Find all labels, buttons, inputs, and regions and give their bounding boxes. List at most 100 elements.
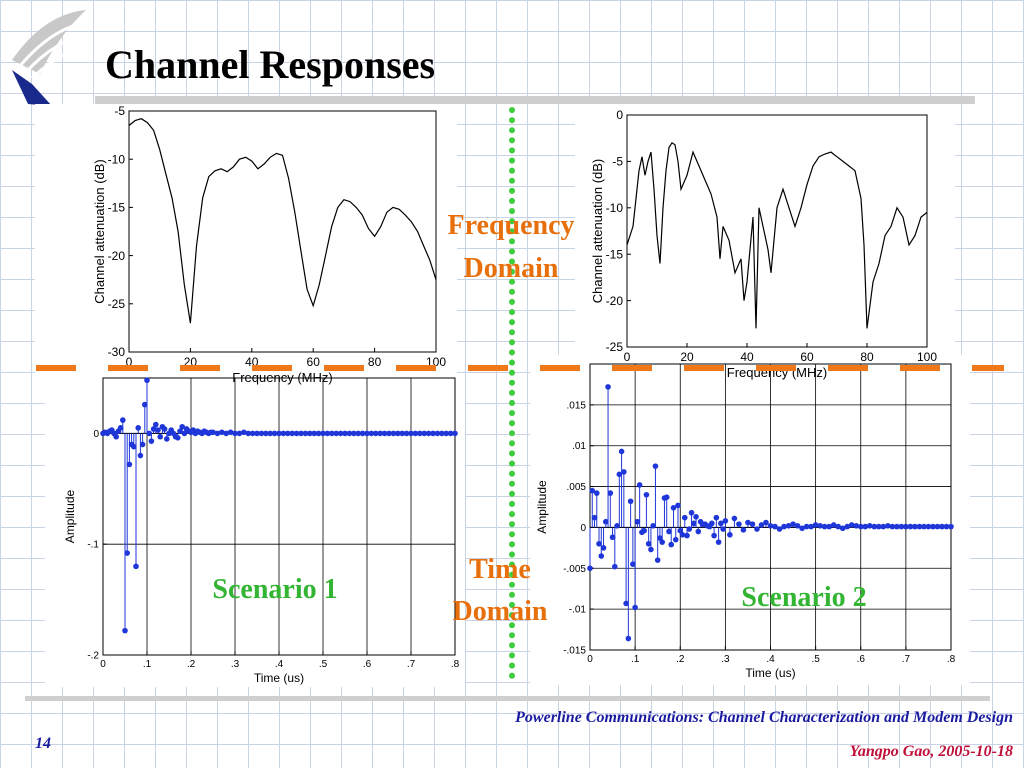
stem-marker xyxy=(720,526,726,532)
stem-marker xyxy=(772,523,778,530)
frequency-label-line1: Frequency xyxy=(447,210,574,241)
stem-marker xyxy=(417,430,423,437)
stem-marker xyxy=(223,430,229,437)
time-label-line2: Domain xyxy=(453,596,548,627)
logo-mark-icon xyxy=(12,70,52,106)
stem-marker xyxy=(113,433,119,440)
x-tick-label: 0 xyxy=(126,355,133,369)
stem-marker xyxy=(447,430,454,437)
stem-marker xyxy=(120,417,126,423)
stem-marker xyxy=(131,443,137,450)
stem-marker xyxy=(377,430,384,437)
stem-marker xyxy=(144,377,150,384)
stem-marker xyxy=(758,522,765,528)
y-tick-label: -15 xyxy=(108,201,126,215)
y-tick-label: -5 xyxy=(612,155,623,169)
series-line xyxy=(626,141,928,329)
stem-marker xyxy=(634,518,641,525)
stem-marker xyxy=(254,430,260,437)
stem-marker xyxy=(412,430,419,437)
stem-marker xyxy=(320,430,326,437)
stem-marker xyxy=(718,520,724,527)
y-tick-label: -25 xyxy=(108,297,126,311)
stem-marker xyxy=(430,430,436,437)
x-tick-label: 0 xyxy=(100,659,106,670)
plot-frame xyxy=(626,114,928,348)
stem-marker xyxy=(439,430,445,437)
y-tick-label: -5 xyxy=(114,104,125,118)
y-tick-label: -.2 xyxy=(87,651,99,662)
stem-marker xyxy=(767,522,774,529)
stem-marker xyxy=(161,426,168,432)
x-tick-label: .1 xyxy=(143,659,152,670)
x-tick-label: .4 xyxy=(275,659,284,670)
stem-marker xyxy=(346,430,353,437)
slide-title: Channel Responses xyxy=(105,42,435,87)
stem-marker xyxy=(641,527,647,534)
stem-marker xyxy=(342,430,348,437)
stem-marker xyxy=(684,532,690,539)
stem-marker xyxy=(175,435,181,441)
y-tick-label: -.005 xyxy=(563,564,586,575)
stem-marker xyxy=(821,523,828,530)
y-tick-label: .015 xyxy=(567,400,587,411)
stem-marker xyxy=(652,463,659,469)
stem-marker xyxy=(359,430,366,437)
plot-frame xyxy=(128,110,437,353)
stem-marker xyxy=(681,514,688,521)
stem-marker xyxy=(799,525,805,532)
title-underline xyxy=(95,96,975,104)
stem-marker xyxy=(853,522,860,529)
y-tick-label: 0 xyxy=(580,523,586,534)
stem-marker xyxy=(645,540,652,547)
stem-marker xyxy=(241,429,247,436)
x-tick-label: 80 xyxy=(368,355,382,369)
stem-marker xyxy=(921,523,927,530)
x-tick-label: .2 xyxy=(187,659,196,670)
time-label-line1: Time xyxy=(469,554,531,585)
stem-marker xyxy=(862,523,869,530)
stem-marker xyxy=(302,430,309,437)
y-tick-label: -20 xyxy=(108,249,126,263)
stem-marker xyxy=(602,518,609,525)
stem-marker xyxy=(403,430,410,437)
y-tick-label: -10 xyxy=(108,152,126,166)
chart2-panel xyxy=(575,104,955,387)
stem-marker xyxy=(333,430,340,437)
x-tick-label: 60 xyxy=(307,355,321,369)
x-tick-label: 80 xyxy=(860,350,874,364)
y-axis-label: Channel attenuation (dB) xyxy=(590,159,605,304)
stem-marker xyxy=(337,430,344,437)
stem-marker xyxy=(711,532,717,539)
stem-marker xyxy=(866,522,873,529)
stem-marker xyxy=(227,429,234,436)
university-logo xyxy=(12,10,89,106)
stem-marker xyxy=(142,401,148,408)
x-tick-label: .3 xyxy=(231,659,240,670)
x-tick-label: .8 xyxy=(451,659,460,670)
x-tick-label: .1 xyxy=(631,654,640,665)
x-tick-label: 40 xyxy=(740,350,754,364)
y-tick-label: -.1 xyxy=(87,540,99,551)
stem-marker xyxy=(939,523,945,530)
y-tick-label: -20 xyxy=(606,294,624,308)
stem-marker xyxy=(790,521,796,527)
x-tick-label: 0 xyxy=(624,350,631,364)
y-tick-label: -30 xyxy=(108,345,126,359)
stem-marker xyxy=(930,523,936,530)
x-tick-label: .7 xyxy=(407,659,416,670)
stem-marker xyxy=(311,430,318,437)
stem-marker xyxy=(925,523,932,530)
stem-marker xyxy=(686,526,693,532)
x-tick-label: 100 xyxy=(917,350,937,364)
stem-marker xyxy=(722,518,729,524)
stem-marker xyxy=(817,522,823,529)
stem-marker xyxy=(307,430,313,437)
stem-marker xyxy=(934,523,941,530)
stem-marker xyxy=(830,522,837,528)
stem-marker xyxy=(425,430,432,437)
x-tick-label: .8 xyxy=(947,654,956,665)
stem-marker xyxy=(632,604,638,611)
stem-marker xyxy=(390,430,397,437)
x-tick-label: .2 xyxy=(676,654,685,665)
